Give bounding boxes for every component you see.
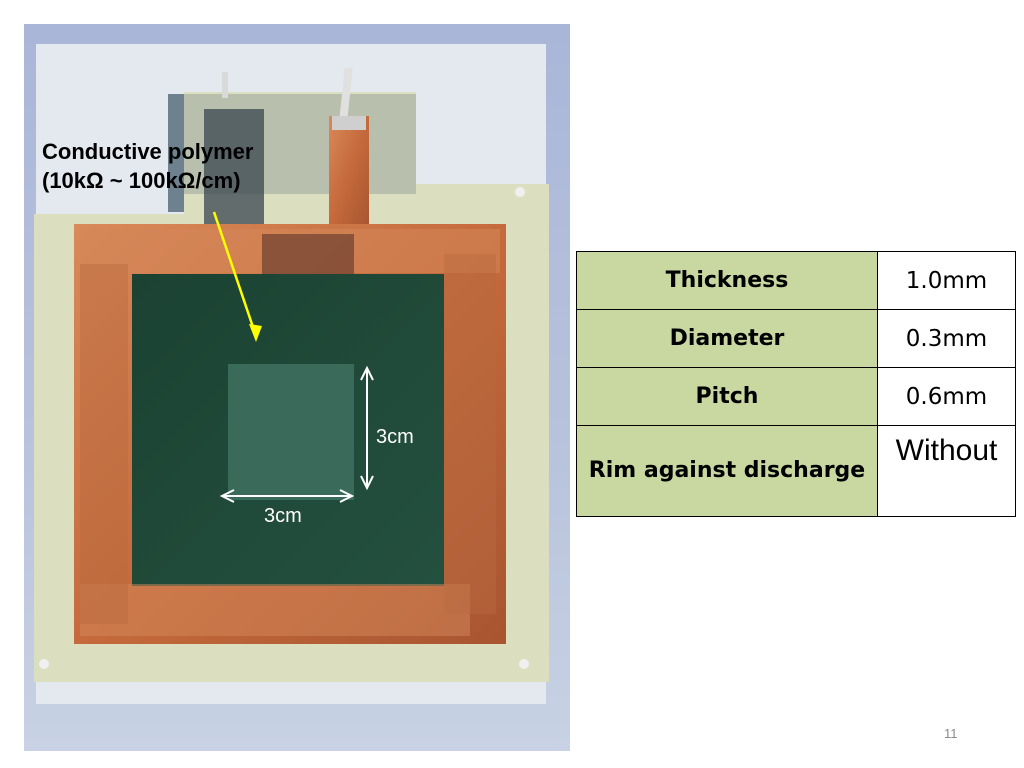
spec-key: Diameter <box>576 309 878 368</box>
callout-label: Conductive polymer (10kΩ ~ 100kΩ/cm) <box>42 137 253 195</box>
spec-value: 0.6mm <box>877 367 1016 426</box>
table-row: Thickness 1.0mm <box>576 251 1016 310</box>
specs-table: Thickness 1.0mm Diameter 0.3mm Pitch 0.6… <box>576 251 1016 517</box>
callout-line-2: (10kΩ ~ 100kΩ/cm) <box>42 168 241 193</box>
horizontal-dimension-label: 3cm <box>264 505 302 527</box>
callout-arrow <box>212 211 258 337</box>
page-number: 11 <box>944 726 958 741</box>
spec-value: Without <box>877 425 1016 517</box>
connector-pin-left <box>222 72 228 98</box>
active-square <box>228 364 354 500</box>
mounting-hole <box>519 659 529 669</box>
spec-key: Rim against discharge <box>576 425 878 517</box>
mounting-hole <box>39 659 49 669</box>
spec-key: Pitch <box>576 367 878 426</box>
table-row: Diameter 0.3mm <box>576 309 1016 368</box>
spec-value: 0.3mm <box>877 309 1016 368</box>
spec-key: Thickness <box>576 251 878 310</box>
vertical-dimension-label: 3cm <box>376 426 414 448</box>
table-row: Rim against discharge Without <box>576 425 1016 517</box>
detector-photo <box>24 24 570 751</box>
mounting-hole <box>515 187 525 197</box>
table-row: Pitch 0.6mm <box>576 367 1016 426</box>
spec-value: 1.0mm <box>877 251 1016 310</box>
connector-pin-right <box>339 67 353 119</box>
callout-arrowhead <box>249 324 262 342</box>
copper-lead <box>329 116 369 226</box>
callout-line-1: Conductive polymer <box>42 139 254 164</box>
